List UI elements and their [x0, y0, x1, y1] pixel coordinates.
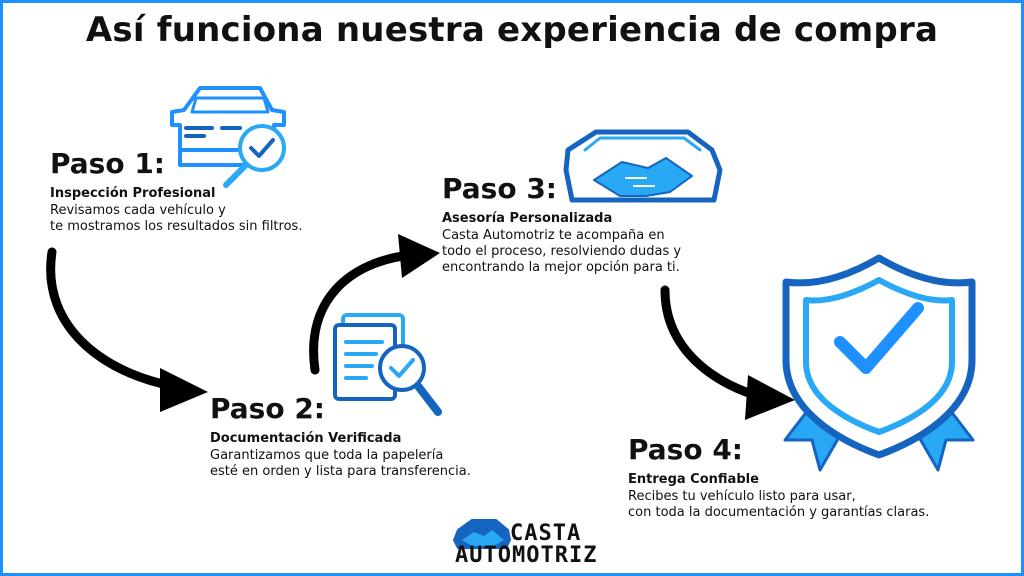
step-2: Paso 2: Documentación Verificada Garanti… — [210, 395, 471, 480]
step-1-line-1: Revisamos cada vehículo y — [50, 203, 226, 218]
step-4-line-2: con toda la documentación y garantías cl… — [628, 505, 930, 520]
step-3-subtitle: Asesoría Personalizada — [442, 211, 613, 226]
step-4-heading: Paso 4: — [628, 433, 743, 466]
shield-check-icon — [782, 254, 976, 472]
page-title: Así funciona nuestra experiencia de comp… — [85, 10, 939, 50]
step-2-description: Garantizamos que toda la papelería esté … — [210, 448, 471, 480]
step-3-description: Casta Automotriz te acompaña en todo el … — [442, 228, 681, 276]
step-4-line-1: Recibes tu vehículo listo para usar, — [628, 489, 856, 504]
step-3-line-3: encontrando la mejor opción para ti. — [442, 260, 680, 275]
step-3-line-2: todo el proceso, resolviendo dudas y — [442, 244, 682, 259]
handshake-car-icon — [563, 129, 723, 203]
step-1-subtitle: Inspección Profesional — [50, 186, 216, 201]
step-2-subtitle: Documentación Verificada — [210, 431, 402, 446]
step-2-line-1: Garantizamos que toda la papelería — [210, 448, 444, 463]
step-3-line-1: Casta Automotriz te acompaña en — [442, 228, 665, 243]
step-1: Paso 1: Inspección Profesional Revisamos… — [50, 150, 302, 235]
handshake-car-logo-icon — [453, 519, 511, 549]
step-1-heading: Paso 1: — [50, 147, 165, 180]
step-4-subtitle: Entrega Confiable — [628, 472, 759, 487]
step-3: Paso 3: Asesoría Personalizada Casta Aut… — [442, 175, 681, 276]
step-1-line-2: te mostramos los resultados sin filtros. — [50, 219, 303, 234]
step-2-line-2: esté en orden y lista para transferencia… — [210, 464, 471, 479]
arrow-step1-to-step2 — [46, 247, 208, 412]
step-2-heading: Paso 2: — [210, 392, 325, 425]
step-4: Paso 4: Entrega Confiable Recibes tu veh… — [628, 436, 929, 521]
step-3-heading: Paso 3: — [442, 172, 557, 205]
document-check-icon — [333, 313, 442, 416]
arrow-step2-to-step3 — [309, 234, 440, 375]
step-1-description: Revisamos cada vehículo y te mostramos l… — [50, 203, 302, 235]
logo-line-2: AUTOMOTRIZ — [455, 543, 598, 568]
arrow-step3-to-step4 — [660, 285, 795, 420]
car-inspection-icon — [170, 86, 286, 188]
step-4-description: Recibes tu vehículo listo para usar, con… — [628, 489, 929, 521]
logo-line-1: CASTA — [510, 521, 582, 546]
